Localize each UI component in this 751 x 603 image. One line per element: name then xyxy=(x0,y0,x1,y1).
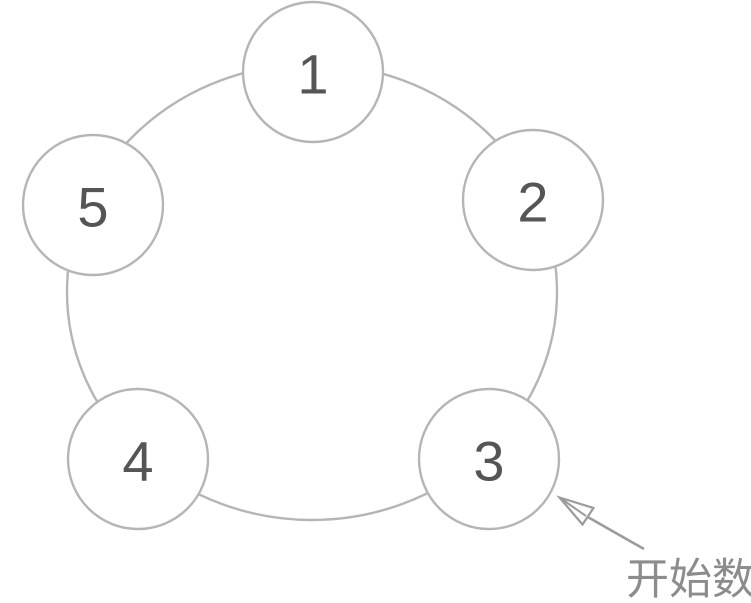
node-2-label: 2 xyxy=(517,171,548,234)
node-5-circle xyxy=(21,133,165,277)
node-5-label: 5 xyxy=(77,176,108,239)
node-2: 2 xyxy=(461,128,605,272)
caption-label: 开始数 xyxy=(626,556,751,603)
node-2-circle xyxy=(461,128,605,272)
arrow-head-fold xyxy=(558,496,587,517)
node-3-label: 3 xyxy=(473,430,504,493)
node-3: 3 xyxy=(417,387,561,531)
node-1: 1 xyxy=(241,0,385,144)
node-1-label: 1 xyxy=(297,43,328,106)
node-4-label: 4 xyxy=(122,430,153,493)
node-1-circle xyxy=(241,0,385,144)
arrow-shaft xyxy=(585,514,645,551)
node-4: 4 xyxy=(66,387,210,531)
node-5: 5 xyxy=(21,133,165,277)
node-4-circle xyxy=(66,387,210,531)
node-3-circle xyxy=(417,387,561,531)
start-arrow-icon xyxy=(556,495,645,551)
